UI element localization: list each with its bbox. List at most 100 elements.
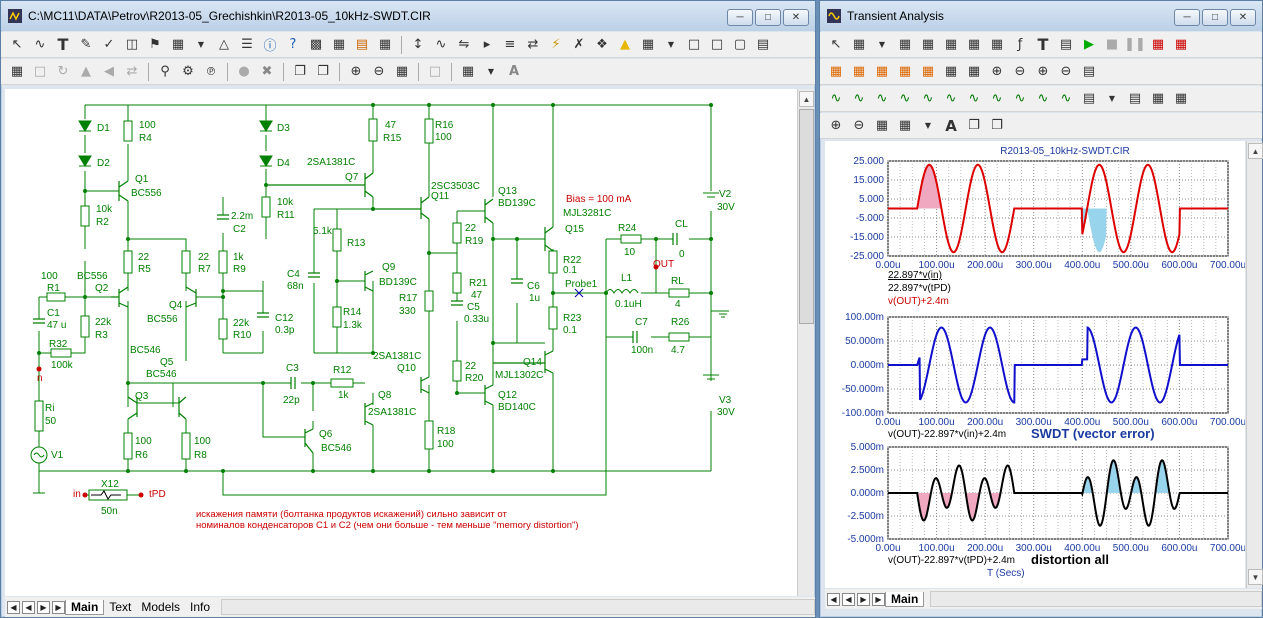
probe-arrows-icon[interactable]: ⇄ — [527, 37, 539, 52]
tab-models[interactable]: Models — [141, 600, 181, 614]
condition-icon[interactable]: ≡ — [504, 37, 516, 52]
schematic-vertical-scrollbar[interactable]: ▲ — [797, 89, 814, 596]
properties-icon[interactable]: ▤ — [1059, 37, 1073, 52]
numeric-output-icon[interactable]: ▤ — [1128, 91, 1142, 106]
tools-icon[interactable]: ⚙ — [182, 64, 194, 79]
zoom-out-icon[interactable]: ⊖ — [1014, 64, 1026, 79]
component-icon[interactable]: ◫ — [125, 37, 139, 52]
box-icon[interactable]: □ — [33, 64, 47, 79]
eraser-icon[interactable]: △ — [219, 37, 229, 52]
power-icon[interactable]: ▸ — [483, 37, 491, 52]
node-numbers-icon[interactable]: ↕ — [412, 37, 424, 52]
minor-log-icon[interactable]: ▦ — [921, 64, 935, 79]
horizontal-axis-icon[interactable]: ▦ — [875, 64, 889, 79]
scale-x-icon[interactable]: ▦ — [944, 37, 958, 52]
select-region-icon[interactable]: ▦ — [10, 64, 24, 79]
zoom-back-icon[interactable]: ⊖ — [1060, 64, 1072, 79]
maximize-button[interactable]: □ — [755, 9, 781, 26]
trace-icon[interactable]: ▦ — [1151, 37, 1165, 52]
model-icon[interactable]: ▩ — [309, 37, 323, 52]
grid-dropdown-icon[interactable]: ▼ — [667, 40, 675, 49]
zoom-fit-icon[interactable]: ▦ — [395, 64, 409, 79]
slope-icon[interactable]: ∿ — [1037, 91, 1049, 106]
layout-icon[interactable]: ▦ — [461, 64, 475, 79]
copy-icon[interactable]: ❐ — [294, 64, 306, 79]
autoscale-icon[interactable]: ▦ — [921, 37, 935, 52]
node-current-icon[interactable]: ⇋ — [458, 37, 470, 52]
p-icon[interactable]: ℗ — [205, 65, 217, 78]
select-arrow-icon[interactable]: ↖ — [830, 37, 842, 52]
peak-icon[interactable]: ∿ — [830, 91, 842, 106]
help-icon[interactable]: ? — [289, 37, 297, 52]
plot-scroll-up-button[interactable]: ▲ — [1248, 143, 1263, 159]
notes-icon[interactable]: ▤ — [1082, 64, 1096, 79]
mirror-icon[interactable]: ⇄ — [126, 64, 138, 79]
baseline-icon[interactable]: ▦ — [944, 64, 958, 79]
analysis-horizontal-scrollbar[interactable] — [930, 591, 1262, 607]
step-icon[interactable]: ● — [238, 64, 250, 79]
text-tool-icon[interactable]: T — [57, 35, 69, 54]
font-icon[interactable]: A — [508, 64, 520, 79]
zoom-region-icon[interactable]: ⊕ — [1037, 64, 1049, 79]
valley-icon[interactable]: ∿ — [853, 91, 865, 106]
analysis-maximize-button[interactable]: □ — [1202, 9, 1228, 26]
paste-icon[interactable]: ❐ — [317, 64, 329, 79]
pencil-icon[interactable]: ✎ — [80, 37, 92, 52]
scroll-up-button[interactable]: ▲ — [799, 91, 814, 107]
paste-icon[interactable]: ❐ — [991, 118, 1003, 133]
wire-icon[interactable]: ∿ — [34, 37, 46, 52]
high-icon[interactable]: ∿ — [876, 91, 888, 106]
global-low-icon[interactable]: ∿ — [968, 91, 980, 106]
zoom-box-icon[interactable]: ▦ — [898, 37, 912, 52]
pause-icon[interactable]: ❚❚ — [1124, 37, 1146, 52]
run-icon[interactable]: ▶ — [1084, 37, 1094, 52]
clipboard-icon[interactable]: □ — [428, 64, 442, 79]
analysis-minimize-button[interactable]: ─ — [1174, 9, 1200, 26]
text-tool-icon[interactable]: T — [1037, 35, 1049, 54]
calculator-icon[interactable]: ▦ — [332, 37, 346, 52]
info-icon[interactable]: ⓘ — [263, 39, 277, 54]
align-cursors-icon[interactable]: ▦ — [1174, 91, 1188, 106]
tab-next-icon[interactable]: ▶ — [857, 592, 870, 606]
zoom-in-icon[interactable]: ⊕ — [991, 64, 1003, 79]
tokens-icon[interactable]: ▦ — [852, 64, 866, 79]
library-icon[interactable]: ▦ — [171, 37, 185, 52]
scroll-thumb[interactable] — [799, 109, 814, 324]
dropdown-icon[interactable]: ▼ — [197, 40, 205, 49]
next-simulation-icon[interactable]: ∿ — [1060, 91, 1072, 106]
scale-icon[interactable]: ▦ — [852, 37, 866, 52]
close-button[interactable]: ✕ — [783, 9, 809, 26]
properties-icon[interactable]: ▤ — [756, 37, 770, 52]
tab-next-icon[interactable]: ▶ — [37, 600, 50, 614]
cursor-values-icon[interactable]: ▦ — [1151, 91, 1165, 106]
copy-icon[interactable]: ❐ — [968, 118, 980, 133]
zoom-out-icon[interactable]: ⊖ — [853, 118, 865, 133]
schematic-canvas[interactable]: D1 D2 100 R4 Q1 BC556 10k R2 D3 D4 10k R… — [5, 89, 797, 596]
flip-x-icon[interactable]: ▲ — [81, 64, 91, 79]
top-icon[interactable]: ∿ — [991, 91, 1003, 106]
global-high-icon[interactable]: ∿ — [945, 91, 957, 106]
clipboard-dropdown-icon[interactable]: ▼ — [1108, 94, 1116, 103]
minimize-button[interactable]: ─ — [727, 9, 753, 26]
bottom-icon[interactable]: ∿ — [1014, 91, 1026, 106]
tab-first-icon[interactable]: ◀ — [7, 600, 20, 614]
tab-first-icon[interactable]: ◀ — [827, 592, 840, 606]
flag-icon[interactable]: ⚑ — [149, 37, 161, 52]
clipboard-icon[interactable]: ▤ — [1082, 91, 1096, 106]
horizontal-scrollbar[interactable] — [221, 599, 815, 615]
page-icon[interactable]: ▦ — [378, 37, 392, 52]
tab-prev-icon[interactable]: ◀ — [842, 592, 855, 606]
tab-prev-icon[interactable]: ◀ — [22, 600, 35, 614]
zoom-out-icon[interactable]: ⊖ — [373, 64, 385, 79]
pin-connections-icon[interactable]: ❖ — [596, 37, 608, 52]
dropdown-icon[interactable]: ▼ — [878, 40, 886, 49]
title-block-icon[interactable]: □ — [710, 37, 724, 52]
layout-dropdown-icon[interactable]: ▼ — [924, 121, 932, 130]
warning-icon[interactable]: ▲ — [620, 37, 630, 52]
low-icon[interactable]: ∿ — [899, 91, 911, 106]
pin-icon[interactable]: ✗ — [573, 37, 585, 52]
select-arrow-icon[interactable]: ↖ — [11, 37, 23, 52]
find-icon[interactable]: ⚲ — [160, 64, 170, 79]
plot-scroll-down-button[interactable]: ▼ — [1248, 569, 1263, 585]
